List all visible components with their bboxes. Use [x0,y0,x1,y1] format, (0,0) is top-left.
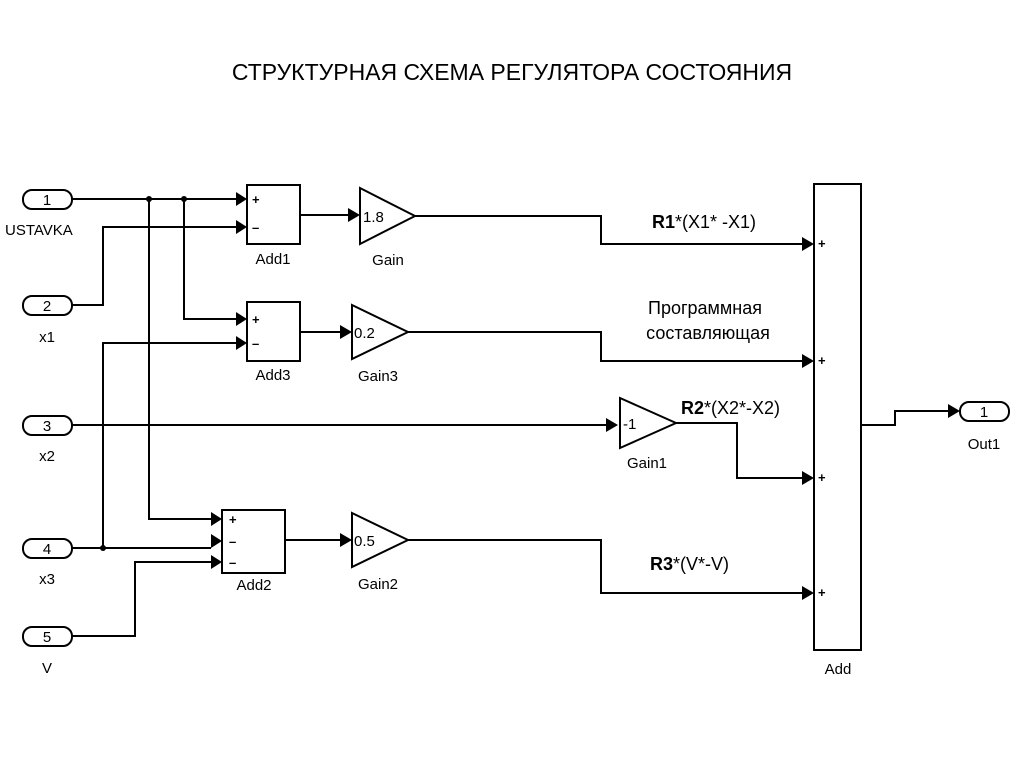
input-port-2-label: x1 [39,329,55,346]
add2-sign-2: – [229,534,236,549]
input-port-5-label: V [42,660,52,677]
sum-block-add[interactable]: + + + + Add [813,183,862,678]
junction-dots [100,196,187,551]
signal-label-r3: R3*(V*-V) [650,554,729,574]
add2-sign-3: – [229,555,236,570]
sum-block-add1[interactable]: + – Add1 [246,184,301,268]
add-sign-4: + [818,585,826,600]
input-port-4-label: x3 [39,571,55,588]
input-port-5-number: 5 [43,629,51,646]
add-sign-2: + [818,353,826,368]
gain-block-gain1[interactable]: -1 Gain1 [619,396,679,472]
input-port-2-number: 2 [43,298,51,315]
input-port-3-label: x2 [39,448,55,465]
gain-block-gain3[interactable]: 0.2 Gain3 [351,303,411,385]
gain-label: Gain [372,252,404,269]
add3-sign-1: + [252,312,260,327]
input-port-1-label: USTAVKA [5,222,73,239]
input-port-5[interactable]: 5 V [22,626,73,677]
sum-block-add2[interactable]: + – – Add2 [221,509,286,594]
gain-value: 1.8 [363,209,384,226]
signal-label-r1: R1*(X1* -X1) [652,212,756,232]
input-port-1-number: 1 [43,192,51,209]
input-port-3-number: 3 [43,418,51,435]
output-port-1[interactable]: 1 Out1 [959,401,1010,453]
gain2-label: Gain2 [358,576,398,593]
gain-block-gain[interactable]: 1.8 Gain [359,186,418,269]
gain1-value: -1 [623,416,636,433]
signal-label-program-line-1: Программная [648,298,762,318]
add-sign-3: + [818,470,826,485]
add3-sign-2: – [252,336,259,351]
add2-sign-1: + [229,512,237,527]
gain1-label: Gain1 [627,455,667,472]
add-label: Add [825,661,852,678]
add3-label: Add3 [255,367,290,384]
gain-block-gain2[interactable]: 0.5 Gain2 [351,511,411,593]
add-sign-1: + [818,236,826,251]
wires [72,198,948,637]
output-port-1-label: Out1 [968,436,1001,453]
input-port-4[interactable]: 4 x3 [22,538,73,588]
input-port-2[interactable]: 2 x1 [22,295,73,346]
input-port-1[interactable]: 1 USTAVKA [5,189,73,239]
signal-label-r2: R2*(X2*-X2) [681,398,780,418]
gain2-value: 0.5 [354,533,375,550]
add2-label: Add2 [236,577,271,594]
add1-label: Add1 [255,251,290,268]
add1-sign-1: + [252,192,260,207]
diagram-title: СТРУКТУРНАЯ СХЕМА РЕГУЛЯТОРА СОСТОЯНИЯ [232,59,792,85]
gain3-label: Gain3 [358,368,398,385]
add1-sign-2: – [252,220,259,235]
sum-block-add3[interactable]: + – Add3 [246,301,301,384]
gain3-value: 0.2 [354,325,375,342]
input-port-4-number: 4 [43,541,51,558]
signal-label-program-line-2: составляющая [646,323,770,343]
arrowheads [211,192,960,600]
output-port-1-number: 1 [980,404,988,421]
input-port-3[interactable]: 3 x2 [22,415,73,465]
